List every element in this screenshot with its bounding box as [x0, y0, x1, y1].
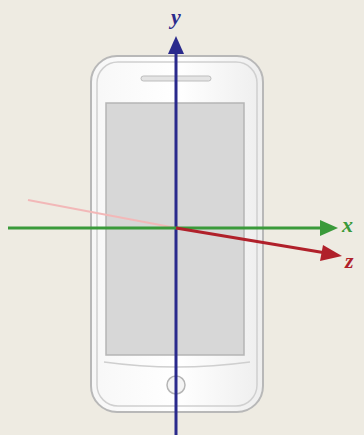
y-arrowhead [168, 36, 184, 54]
x-axis [8, 227, 322, 230]
x-arrowhead [320, 220, 338, 236]
z-axis [176, 228, 326, 253]
y-axis-label: y [171, 6, 181, 28]
y-axis [175, 52, 178, 435]
z-axis-back [28, 200, 176, 228]
z-axis-label: z [345, 250, 354, 272]
x-axis-label: x [342, 214, 353, 236]
z-arrowhead [320, 245, 342, 261]
